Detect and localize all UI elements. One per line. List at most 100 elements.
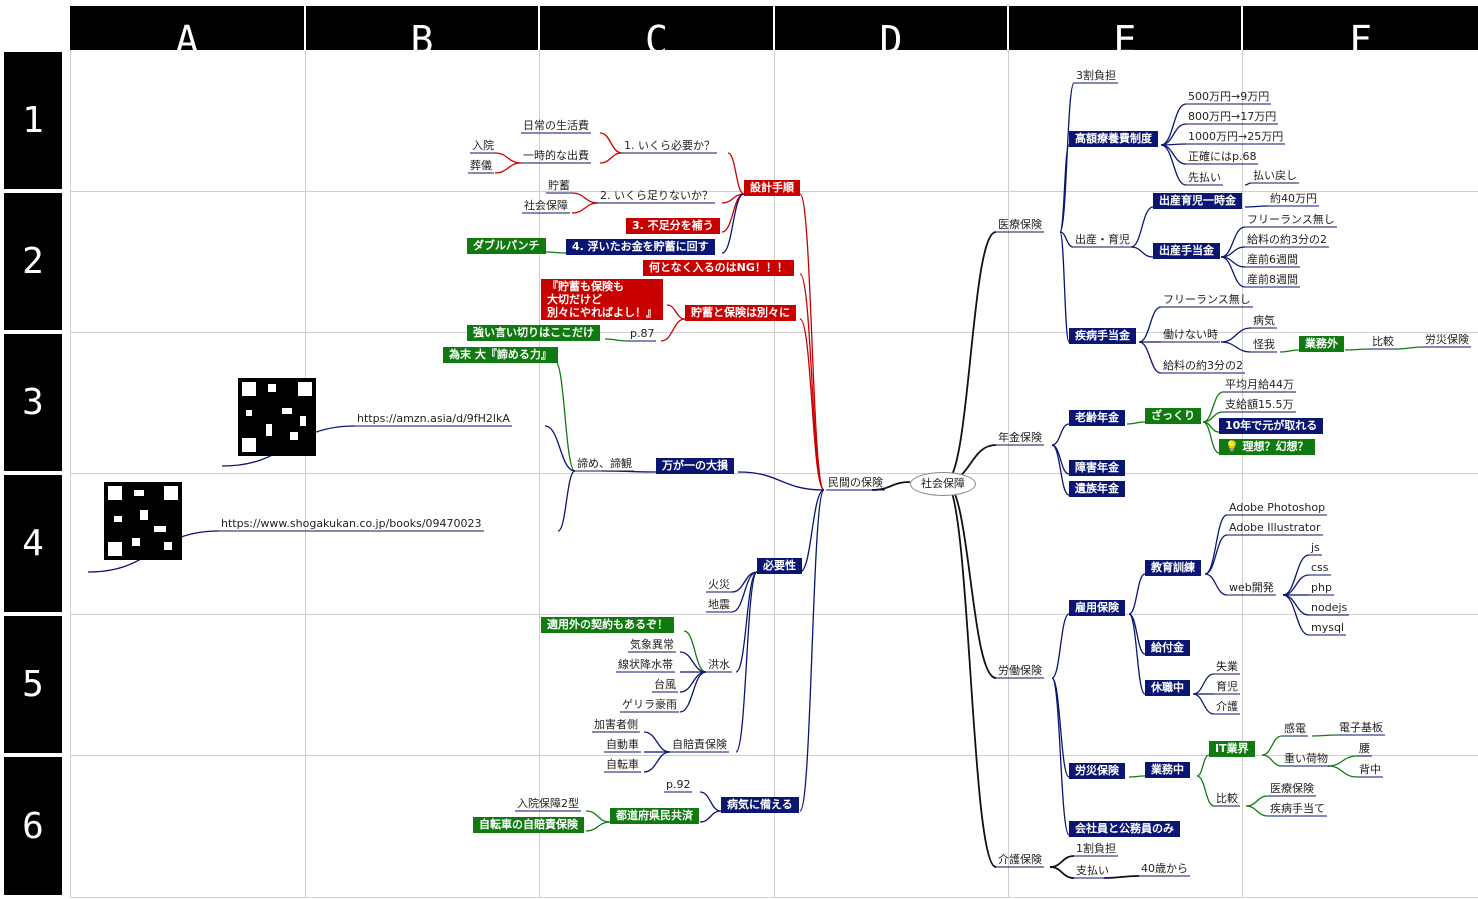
step1-node[interactable]: 1. いくら必要か？ xyxy=(624,139,715,152)
separate-quote-node[interactable]: 『貯蓄も保険も 大切だけど 別々にやればよし！』 xyxy=(541,279,663,320)
column-header-e[interactable]: E xyxy=(1009,6,1241,50)
pension-node[interactable]: 年金保険 xyxy=(998,431,1042,444)
cost-1000-node[interactable]: 1000万円→25万円 xyxy=(1188,130,1284,143)
bicycle-node[interactable]: 自転車 xyxy=(606,758,639,771)
heavy-load-node[interactable]: 重い荷物 xyxy=(1284,752,1328,765)
p87-node[interactable]: p.87 xyxy=(630,327,655,340)
birth-node[interactable]: 出産・育児 xyxy=(1075,233,1130,246)
shock-node[interactable]: 感電 xyxy=(1284,722,1306,735)
sick-freelance-node[interactable]: フリーランス無し xyxy=(1163,293,1251,306)
workers-comp-node[interactable]: 労災保険 xyxy=(1069,763,1125,779)
exact-page-node[interactable]: 正確にはp.68 xyxy=(1188,150,1257,163)
private-insurance-node[interactable]: 民間の保険 xyxy=(828,476,883,489)
survivor-pension-node[interactable]: 遺族年金 xyxy=(1069,481,1125,497)
pre-6weeks-node[interactable]: 産前6週間 xyxy=(1247,253,1298,266)
it-industry-node[interactable]: IT業界 xyxy=(1209,741,1255,757)
car-node[interactable]: 自動車 xyxy=(606,738,639,751)
offender-node[interactable]: 加害者側 xyxy=(594,718,638,731)
birth-40-node[interactable]: 約40万円 xyxy=(1270,192,1317,205)
big-loss-node[interactable]: 万が一の大損 xyxy=(656,458,734,474)
step4-node[interactable]: 4. 浮いたお金を貯蓄に回す xyxy=(566,239,715,255)
row-header-3[interactable]: 3 xyxy=(4,334,62,471)
typhoon-node[interactable]: 台風 xyxy=(654,678,676,691)
pre-8weeks-node[interactable]: 産前8週間 xyxy=(1247,273,1298,286)
column-header-a[interactable]: A xyxy=(70,6,304,50)
savings-node[interactable]: 貯蓄 xyxy=(548,179,570,192)
copay-node[interactable]: 3割負担 xyxy=(1076,69,1116,82)
row-header-4[interactable]: 4 xyxy=(4,475,62,612)
bicycle-liability-node[interactable]: 自転車の自賠責保険 xyxy=(473,817,584,833)
fire-node[interactable]: 火災 xyxy=(708,578,730,591)
ng-node[interactable]: 何となく入るのはNG！！！ xyxy=(643,260,794,276)
prefectural-coop-node[interactable]: 都道府県民共済 xyxy=(610,808,699,824)
row-header-5[interactable]: 5 xyxy=(4,616,62,753)
row-header-6[interactable]: 6 xyxy=(4,757,62,895)
step2-node[interactable]: 2. いくら足りないか？ xyxy=(600,189,713,202)
care-pay-node[interactable]: 支払い xyxy=(1076,864,1109,877)
css-node[interactable]: css xyxy=(1311,561,1329,574)
training-node[interactable]: 教育訓練 xyxy=(1145,560,1201,576)
employees-only-node[interactable]: 会社員と公務員のみ xyxy=(1069,821,1180,837)
on-leave-node[interactable]: 休職中 xyxy=(1145,680,1190,696)
injury-node[interactable]: 怪我 xyxy=(1253,338,1275,351)
column-header-f[interactable]: F xyxy=(1243,6,1478,50)
sick-two-thirds-node[interactable]: 給料の約3分の2 xyxy=(1163,359,1243,372)
cost-800-node[interactable]: 800万円→17万円 xyxy=(1188,110,1277,123)
birth-lump-node[interactable]: 出産育児一時金 xyxy=(1153,193,1242,209)
design-steps-node[interactable]: 設計手順 xyxy=(744,180,800,196)
amazon-url-node[interactable]: https://amzn.asia/d/9fH2lkA xyxy=(357,412,510,425)
step3-node[interactable]: 3. 不足分を補う xyxy=(626,218,720,234)
cost-500-node[interactable]: 500万円→9万円 xyxy=(1188,90,1270,103)
compare2-node[interactable]: 比較 xyxy=(1216,792,1238,805)
avg-salary-node[interactable]: 平均月給44万 xyxy=(1225,378,1294,391)
liability-node[interactable]: 自賠責保険 xyxy=(672,738,727,751)
book-node[interactable]: 為末 大『諦める力』 xyxy=(443,347,558,363)
old-age-pension-node[interactable]: 老齢年金 xyxy=(1069,410,1125,426)
illness-node[interactable]: 病気に備える xyxy=(721,797,799,813)
benefit-node[interactable]: 給付金 xyxy=(1145,640,1190,656)
web-dev-node[interactable]: web開発 xyxy=(1229,581,1274,594)
nodejs-node[interactable]: nodejs xyxy=(1311,601,1348,614)
flood-node[interactable]: 洪水 xyxy=(708,658,730,671)
payment-node[interactable]: 支給額15.5万 xyxy=(1225,398,1294,411)
childcare-node[interactable]: 育児 xyxy=(1216,680,1238,693)
freelance-none-node[interactable]: フリーランス無し xyxy=(1247,213,1335,226)
age40-node[interactable]: 40歳から xyxy=(1141,862,1188,875)
disability-pension-node[interactable]: 障害年金 xyxy=(1069,460,1125,476)
high-cost-node[interactable]: 高額療養費制度 xyxy=(1069,131,1158,147)
mysql-node[interactable]: mysql xyxy=(1311,621,1344,634)
sick-ref-node[interactable]: 疾病手当て xyxy=(1270,802,1325,815)
medical-ref-node[interactable]: 医療保険 xyxy=(1270,782,1314,795)
guerrilla-rain-node[interactable]: ゲリラ豪雨 xyxy=(622,698,677,711)
column-header-b[interactable]: B xyxy=(306,6,538,50)
refund-node[interactable]: 払い戻し xyxy=(1253,169,1297,182)
on-duty-node[interactable]: 業務中 xyxy=(1145,762,1190,778)
center-node[interactable]: 社会保障 xyxy=(910,472,976,496)
medical-insurance-node[interactable]: 医療保険 xyxy=(998,218,1042,231)
ideal-node[interactable]: 💡 理想？幻想？ xyxy=(1219,439,1315,455)
earthquake-node[interactable]: 地震 xyxy=(708,598,730,611)
back-node[interactable]: 背中 xyxy=(1359,763,1381,776)
p92-node[interactable]: p.92 xyxy=(666,778,691,791)
cannot-work-node[interactable]: 働けない時 xyxy=(1163,328,1218,341)
maternity-allowance-node[interactable]: 出産手当金 xyxy=(1153,243,1220,259)
qr-code-icon[interactable] xyxy=(104,482,182,560)
nursing-node[interactable]: 介護 xyxy=(1216,700,1238,713)
unemployment-node[interactable]: 失業 xyxy=(1216,660,1238,673)
daily-cost-node[interactable]: 日常の生活費 xyxy=(523,119,589,132)
temporary-cost-node[interactable]: 一時的な出費 xyxy=(523,149,589,162)
row-header-1[interactable]: 1 xyxy=(4,52,62,189)
strong-statement-node[interactable]: 強い言い切りはここだけ xyxy=(467,325,600,341)
care-copay-node[interactable]: 1割負担 xyxy=(1076,842,1116,855)
necessity-node[interactable]: 必要性 xyxy=(757,558,802,574)
rough-node[interactable]: ざっくり xyxy=(1145,408,1201,424)
workers-comp-ref-node[interactable]: 労災保険 xyxy=(1425,333,1469,346)
employment-insurance-node[interactable]: 雇用保険 xyxy=(1069,600,1125,616)
rainband-node[interactable]: 線状降水帯 xyxy=(618,658,673,671)
publisher-url-node[interactable]: https://www.shogakukan.co.jp/books/09470… xyxy=(221,517,482,530)
weather-node[interactable]: 気象異常 xyxy=(630,638,674,651)
php-node[interactable]: php xyxy=(1311,581,1332,594)
double-punch-node[interactable]: ダブルパンチ xyxy=(467,238,546,254)
column-header-d[interactable]: D xyxy=(775,6,1007,50)
js-node[interactable]: js xyxy=(1311,541,1320,554)
